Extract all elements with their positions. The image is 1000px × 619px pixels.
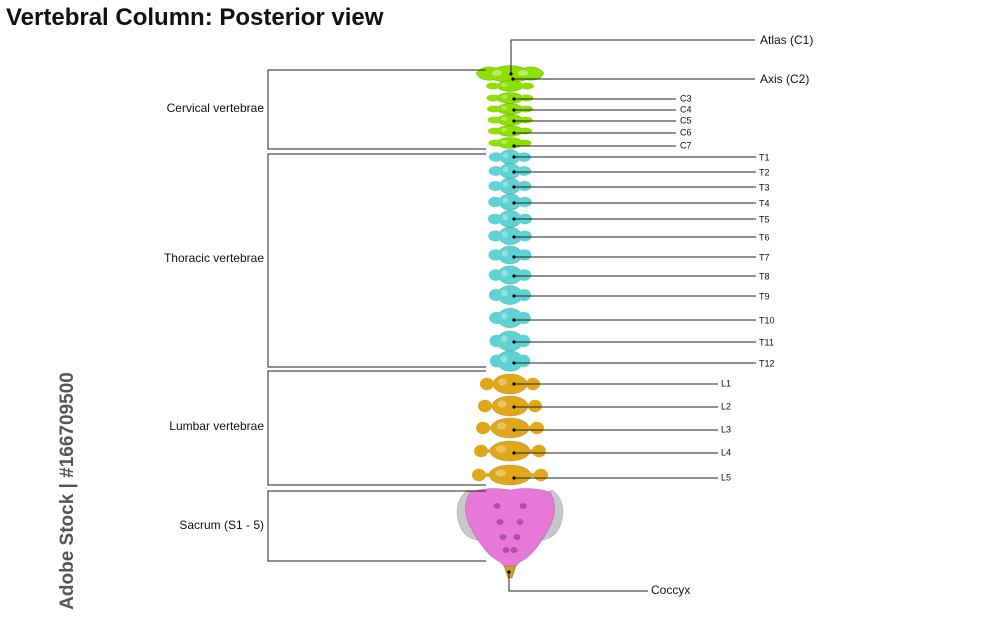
- group-brackets: [267, 69, 486, 562]
- c3-leader-dot: [512, 97, 516, 101]
- thoracic-vertebra: [489, 307, 531, 329]
- t6-label: T6: [759, 232, 770, 242]
- t8-label: T8: [759, 271, 770, 281]
- lumbar-vertebra: [474, 440, 546, 462]
- cervical-vertebra: [488, 137, 532, 149]
- atlas-leader-dot: [509, 72, 513, 76]
- sacrum-bracket: [267, 490, 486, 562]
- atlas-label: Atlas (C1): [760, 33, 813, 47]
- t6-leader-dot: [512, 235, 516, 239]
- t11-label: T11: [759, 337, 774, 347]
- thoracic-vertebra: [488, 265, 532, 285]
- c4-label: C4: [680, 104, 692, 114]
- c6-leader-dot: [512, 131, 516, 135]
- t2-leader-dot: [512, 170, 516, 174]
- cervical-vertebra: [488, 125, 532, 137]
- sacrum-group-label: Sacrum (S1 - 5): [179, 518, 264, 532]
- l4-leader-dot: [512, 451, 516, 455]
- t11-leader-dot: [512, 340, 516, 344]
- t4-leader-dot: [512, 201, 516, 205]
- c7-leader-dot: [512, 144, 516, 148]
- t7-leader-dot: [512, 255, 516, 259]
- lumbar-vertebra: [472, 464, 548, 486]
- l2-label: L2: [721, 401, 731, 411]
- thoracic-group-label: Thoracic vertebrae: [164, 251, 264, 265]
- l3-label: L3: [721, 424, 731, 434]
- l3-leader-dot: [512, 428, 516, 432]
- axis-leader-dot: [511, 77, 515, 81]
- sacrum-bone: [465, 487, 555, 573]
- labels: Atlas (C1) Axis (C2) C3C4C5C6C7T1T2T3T4T5T…: [164, 33, 813, 597]
- thoracic-vertebra: [489, 330, 531, 352]
- cervical-vertebra: [486, 80, 534, 92]
- t1-label: T1: [759, 152, 770, 162]
- t3-label: T3: [759, 182, 770, 192]
- cervical-bracket: [267, 69, 486, 150]
- axis-label: Axis (C2): [760, 72, 809, 86]
- t9-leader-dot: [512, 294, 516, 298]
- spine-illustration: [456, 65, 564, 579]
- thoracic-bracket: [267, 153, 486, 368]
- t12-label: T12: [759, 358, 775, 368]
- l1-leader-dot: [512, 382, 516, 386]
- c5-label: C5: [680, 115, 692, 125]
- thoracic-vertebra: [489, 350, 531, 372]
- leader-lines: [507, 39, 756, 592]
- coccyx-leader-dot: [507, 570, 511, 574]
- t4-label: T4: [759, 198, 770, 208]
- t9-label: T9: [759, 291, 770, 301]
- c4-leader-dot: [512, 108, 516, 112]
- t2-label: T2: [759, 167, 770, 177]
- t5-leader-dot: [512, 217, 516, 221]
- thoracic-vertebra: [488, 193, 532, 211]
- l2-leader-dot: [512, 405, 516, 409]
- thoracic-vertebra: [488, 226, 532, 246]
- cervical-vertebra: [487, 114, 533, 126]
- lumbar-group-label: Lumbar vertebrae: [169, 419, 264, 433]
- l5-label: L5: [721, 472, 731, 482]
- coccyx-leader-line: [508, 572, 648, 592]
- t7-label: T7: [759, 252, 770, 262]
- lumbar-bracket: [267, 370, 486, 486]
- t1-leader-dot: [512, 155, 516, 159]
- l4-label: L4: [721, 447, 731, 457]
- cervical-vertebra: [487, 103, 533, 115]
- cervical-vertebra: [486, 92, 534, 104]
- t5-label: T5: [759, 214, 770, 224]
- coccyx-label: Coccyx: [651, 583, 690, 597]
- c3-label: C3: [680, 93, 692, 103]
- c5-leader-dot: [512, 119, 516, 123]
- t3-leader-dot: [512, 185, 516, 189]
- thoracic-vertebra: [488, 162, 532, 180]
- l5-leader-dot: [512, 476, 516, 480]
- t12-leader-dot: [512, 361, 516, 365]
- thoracic-vertebra: [489, 285, 531, 305]
- l1-label: L1: [721, 378, 731, 388]
- page-title: Vertebral Column: Posterior view: [6, 4, 384, 31]
- atlas-leader-line: [510, 39, 755, 74]
- thoracic-vertebra: [489, 149, 531, 165]
- t10-leader-dot: [512, 318, 516, 322]
- c6-label: C6: [680, 127, 692, 137]
- t8-leader-dot: [512, 274, 516, 278]
- lumbar-vertebra: [476, 417, 544, 439]
- thoracic-vertebra: [488, 177, 532, 195]
- thoracic-vertebra: [488, 245, 532, 265]
- lumbar-vertebra: [478, 395, 542, 417]
- t10-label: T10: [759, 315, 775, 325]
- c7-label: C7: [680, 140, 692, 150]
- cervical-group-label: Cervical vertebrae: [167, 101, 265, 115]
